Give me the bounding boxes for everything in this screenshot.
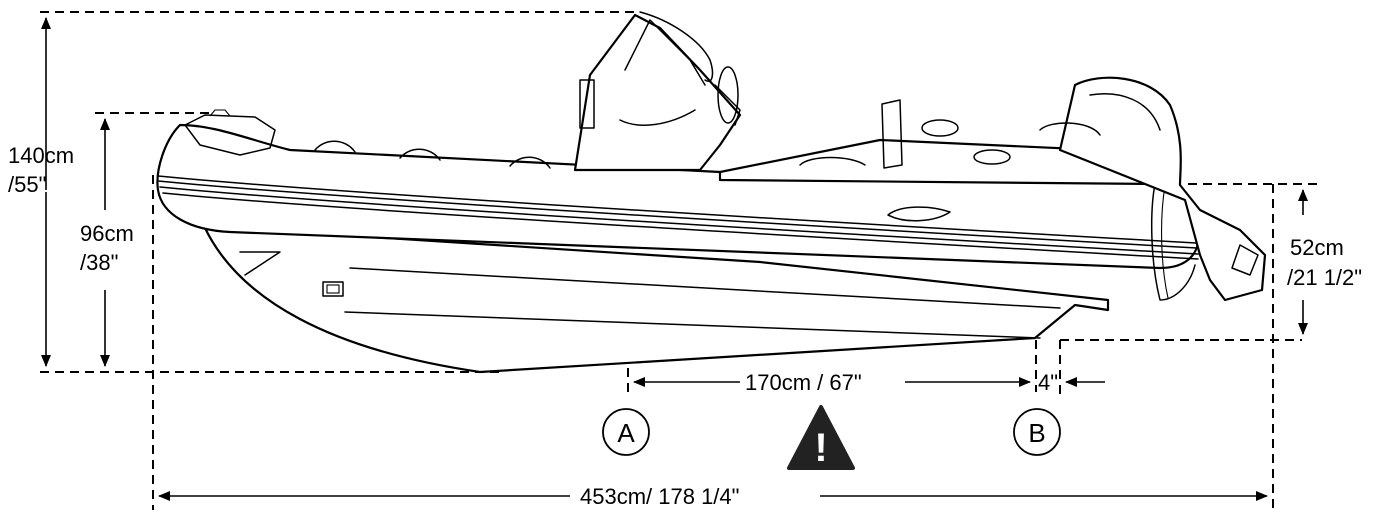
rub-rail-bottom <box>162 192 1199 260</box>
tube-height-label-in: /38" <box>80 250 118 275</box>
tube-height-label-cm: 96cm <box>80 221 134 246</box>
console-grab-bar <box>639 11 714 82</box>
engine-cowl-line <box>1089 93 1161 131</box>
inflatable-tube <box>156 123 1200 270</box>
marker-b-label: B <box>1028 418 1045 448</box>
steering-wheel-hub <box>714 84 741 126</box>
marker-a-label: A <box>617 418 635 448</box>
steering-console <box>573 13 742 172</box>
boat-illustration <box>156 11 1267 374</box>
height-label-cm: 140cm <box>8 143 74 168</box>
hull-chine <box>239 251 281 276</box>
warning-sign: ! <box>787 405 855 470</box>
hull-vent-inner <box>326 284 340 294</box>
tube-handle <box>314 140 356 153</box>
console-side-panel <box>579 79 595 129</box>
console-panel <box>619 109 696 126</box>
hull-underbody <box>203 226 1110 374</box>
warning-triangle-icon <box>787 405 855 470</box>
overall-length-label: 453cm/ 178 1/4" <box>580 484 739 509</box>
brand-logo-mark <box>887 206 951 222</box>
dimension-lines <box>40 11 1322 510</box>
engine-cowl-handle <box>1039 122 1101 136</box>
hull-vent <box>322 281 344 297</box>
fuel-cap <box>921 119 959 137</box>
console-windscreen <box>624 19 706 86</box>
marker-b-circle <box>1013 408 1061 456</box>
rub-rail-mid <box>157 180 1198 249</box>
warning-exclamation: ! <box>814 426 827 470</box>
transom-height-label-cm: 52cm <box>1290 235 1344 260</box>
storage-hatch <box>973 149 1011 165</box>
point-spacing-label: 170cm / 67" <box>745 370 862 395</box>
offset-label: 4" <box>1038 370 1058 395</box>
steering-wheel <box>717 66 739 124</box>
tube-handle <box>509 156 551 169</box>
bow-locker <box>184 114 276 156</box>
tube-end-seam <box>1161 185 1169 299</box>
marker-a-circle <box>602 408 650 456</box>
height-label-in: /55" <box>8 172 46 197</box>
rub-rail-top <box>157 175 1197 244</box>
rub-rail-low <box>159 186 1199 255</box>
seat-backrest <box>881 99 903 169</box>
transom-height-label-in: /21 1/2" <box>1287 265 1362 290</box>
rear-grab-rail <box>799 156 866 166</box>
bow-cleat <box>209 109 231 117</box>
tube-end-cone <box>1151 183 1196 301</box>
point-markers: A B <box>602 408 1061 456</box>
propeller <box>1231 244 1259 276</box>
outboard-engine <box>1058 76 1267 302</box>
dimension-labels: 140cm /55" 96cm /38" 52cm /21 1/2" 170cm… <box>8 143 1362 509</box>
tube-handle <box>399 148 441 161</box>
